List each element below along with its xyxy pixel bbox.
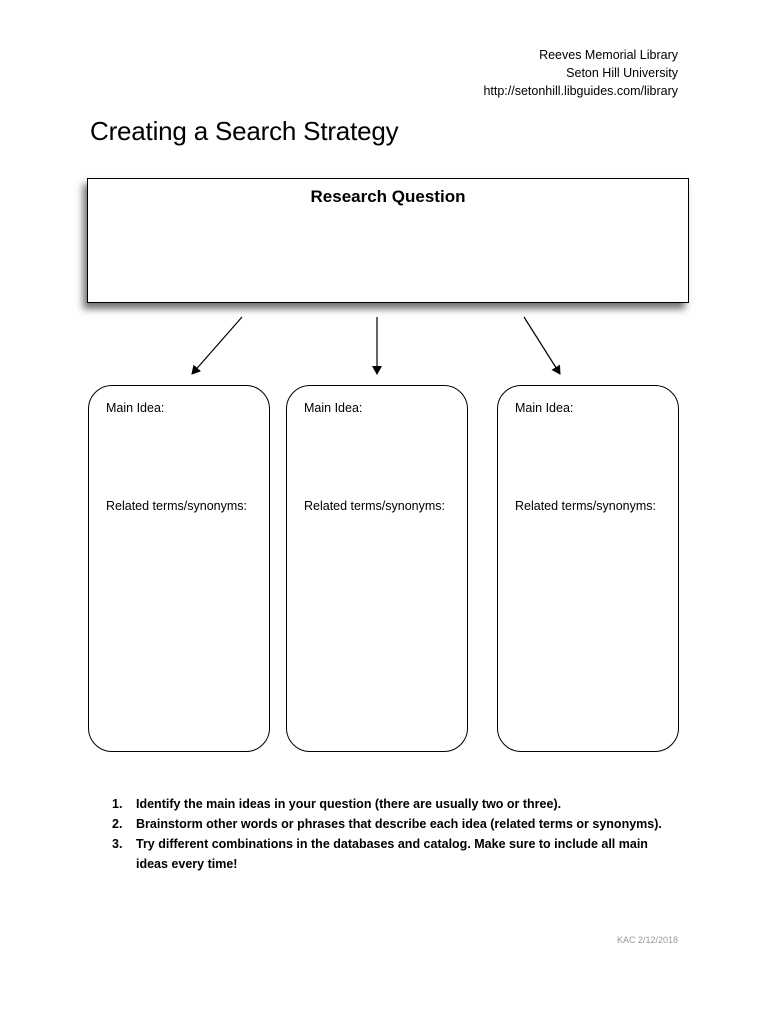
instruction-number: 2. [112,817,123,831]
university-name: Seton Hill University [566,66,678,80]
arrow-left [191,316,243,375]
related-terms-label: Related terms/synonyms: [304,499,446,513]
page-title: Creating a Search Strategy [90,116,399,146]
library-name: Reeves Memorial Library [539,48,678,62]
main-idea-label: Main Idea: [304,401,363,415]
main-idea-label: Main Idea: [515,401,574,415]
library-header: Reeves Memorial Library Seton Hill Unive… [483,46,678,100]
library-url: http://setonhill.libguides.com/library [483,84,678,98]
related-terms-label: Related terms/synonyms: [106,499,248,513]
instruction-number: 1. [112,797,123,811]
instruction-item: 1. Identify the main ideas in your quest… [112,794,672,814]
instruction-text: Try different combinations in the databa… [136,837,648,871]
main-idea-label: Main Idea: [106,401,165,415]
instruction-item: 3. Try different combinations in the dat… [112,834,672,874]
research-question-label: Research Question [310,187,466,206]
instruction-text: Identify the main ideas in your question… [136,797,562,811]
main-idea-box-1[interactable]: Main Idea: Related terms/synonyms: [88,385,270,752]
footer-note: KAC 2/12/2018 [616,935,678,945]
instructions-list: 1. Identify the main ideas in your quest… [112,794,672,874]
main-idea-box-2[interactable]: Main Idea: Related terms/synonyms: [286,385,468,752]
arrow-right [523,316,561,375]
instruction-text: Brainstorm other words or phrases that d… [136,817,662,831]
related-terms-label: Related terms/synonyms: [515,499,657,513]
research-question-box[interactable]: Research Question [87,178,689,303]
instruction-item: 2. Brainstorm other words or phrases tha… [112,814,672,834]
instruction-number: 3. [112,837,123,851]
main-idea-box-3[interactable]: Main Idea: Related terms/synonyms: [497,385,679,752]
